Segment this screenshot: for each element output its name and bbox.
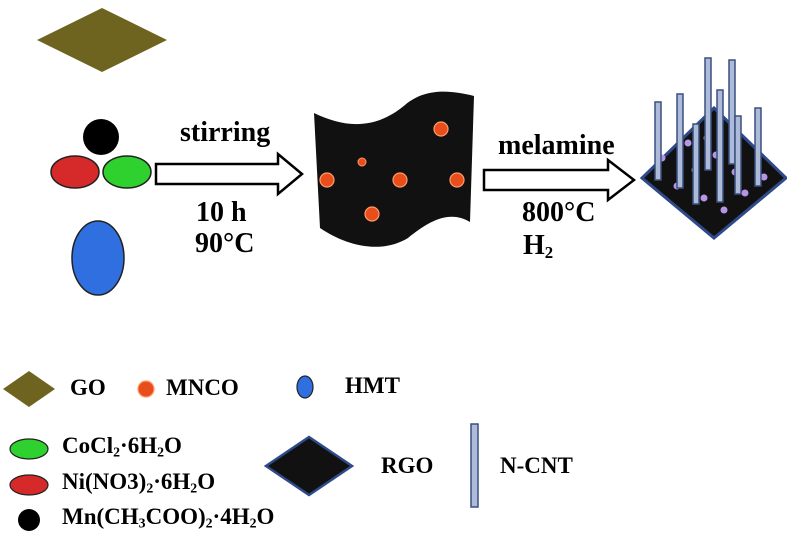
arrow-step-1 (154, 151, 304, 197)
rgo-sheet-product (639, 105, 787, 240)
step2-melamine-label: melamine (498, 130, 615, 161)
legend-go-icon (3, 371, 55, 407)
legend-ni-icon (9, 474, 49, 496)
legend-ni-label: Ni(NO3)2·6H2O (62, 469, 216, 496)
arrow-step-2 (482, 157, 637, 203)
legend-mn-icon (18, 509, 40, 531)
legend-hmt-label: HMT (345, 373, 400, 398)
legend-hmt-icon (296, 375, 314, 399)
legend-rgo-icon (263, 435, 355, 497)
step2-gas-label: H2 (523, 230, 554, 263)
legend-mnco-label: MNCO (166, 375, 239, 400)
n-cnt-tubes (654, 57, 762, 205)
go-sheet-reactant (37, 8, 167, 72)
step1-stirring-label: stirring (180, 117, 271, 148)
hmt-particle (71, 220, 125, 296)
step1-time-label: 10 h (196, 197, 247, 228)
legend-cocl2-icon (9, 438, 49, 460)
legend-ncnt-icon (470, 423, 479, 508)
legend-ncnt-label: N-CNT (500, 453, 573, 478)
ni-salt-particle (50, 155, 100, 189)
legend-mnco-icon (137, 380, 155, 398)
legend-cocl2-label: CoCl2·6H2O (62, 433, 182, 460)
go-mnco-sheet (314, 91, 474, 247)
mnco-particles (319, 121, 465, 222)
step1-temp-label: 90°C (195, 228, 255, 259)
legend-mn-label: Mn(CH3COO)2·4H2O (62, 504, 275, 531)
legend-go-label: GO (70, 375, 106, 400)
step2-temp-label: 800°C (522, 197, 596, 228)
legend-rgo-label: RGO (381, 453, 434, 478)
cocl2-particle (102, 155, 152, 189)
mn-salt-particle (83, 119, 119, 155)
